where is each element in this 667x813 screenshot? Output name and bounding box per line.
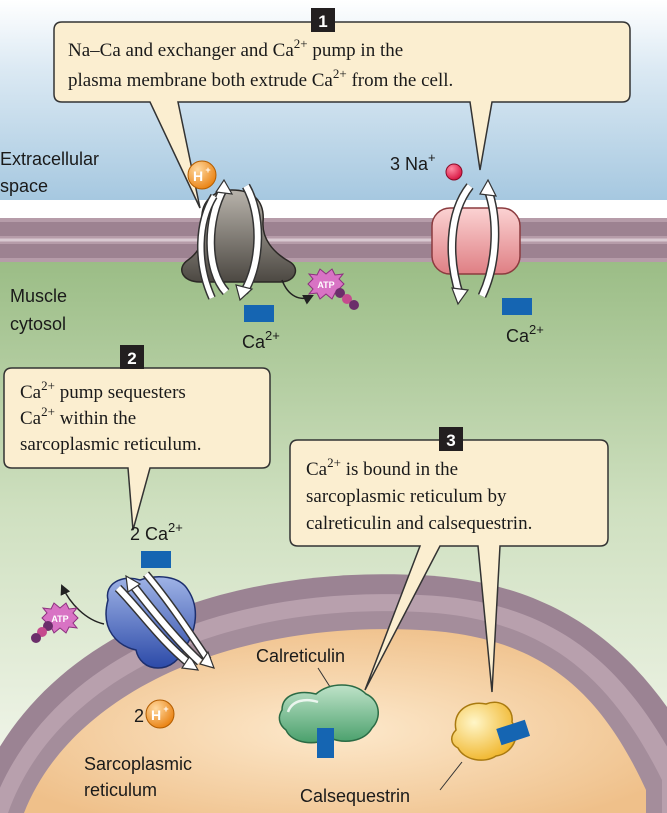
step-2-line-3: sarcoplasmic reticulum. (20, 434, 202, 455)
step-2-line-2: Ca2+ within the (20, 404, 136, 429)
svg-text:H: H (193, 168, 203, 184)
na-ca-exchanger (431, 178, 521, 306)
step-1-line-2: plasma membrane both extrude Ca2+ from t… (68, 66, 453, 91)
step-3-number-box (439, 427, 463, 451)
two-calcium-label: 2 Ca2+ (130, 520, 183, 544)
atp-molecule-top: ATP (307, 268, 359, 310)
svg-text:ATP: ATP (317, 280, 334, 290)
calreticulin-label: Calreticulin (256, 646, 345, 666)
calcium-label-exchanger: Ca2+ (506, 322, 544, 346)
svg-text:H: H (151, 707, 161, 723)
svg-text:ATP: ATP (51, 614, 68, 624)
sr-label: Sarcoplasmic reticulum (84, 754, 197, 800)
calcium-ion-exchanger (502, 298, 532, 315)
callout-step-3: 3 Ca2+ is bound in the sarcoplasmic reti… (289, 427, 609, 693)
callout-step-1: 1 Na–Ca and exchanger and Ca2+ pump in t… (53, 8, 631, 209)
atp-arrow-serca (60, 584, 105, 625)
step-3-line-1: Ca2+ is bound in the (306, 455, 458, 480)
step-2-line-1: Ca2+ pump sequesters (20, 378, 186, 403)
atp-molecule-serca: ATP (31, 602, 79, 643)
atp-arrow-top (281, 279, 314, 305)
plasma-membrane (0, 218, 667, 262)
calreticulin-protein (278, 684, 379, 744)
step-1-line-1: Na–Ca and exchanger and Ca2+ pump in the (68, 36, 403, 61)
step-3-line-2: sarcoplasmic reticulum by (306, 486, 507, 507)
svg-text:+: + (163, 704, 168, 714)
calsequestrin-label: Calsequestrin (300, 786, 410, 806)
calcium-label-pm-pump: Ca2+ (242, 328, 280, 352)
calcium-ion-calsequestrin (496, 719, 531, 746)
proton-ion-sr: H + (145, 699, 175, 729)
step-1-number-box (311, 8, 335, 32)
step-2-number: 2 (127, 349, 136, 368)
proton-ion-top: H + (187, 160, 217, 190)
calcium-ion-pm-pump (244, 305, 274, 322)
callout-step-2: 2 Ca2+ pump sequesters Ca2+ within the s… (3, 345, 271, 531)
plasma-membrane-ca-pump (181, 178, 297, 302)
extracellular-label: Extracellular space (0, 149, 104, 196)
sodium-ion (445, 163, 463, 181)
cytosol-label: Muscle cytosol (10, 286, 72, 334)
step-2-number-box (120, 345, 144, 369)
step-3-line-3: calreticulin and calsequestrin. (306, 513, 532, 534)
serca-pump (105, 571, 215, 671)
calsequestrin-protein (451, 701, 517, 761)
step-3-number: 3 (446, 431, 455, 450)
step-1-number: 1 (318, 12, 327, 31)
calcium-ion-calreticulin (317, 728, 334, 758)
two-proton-label: 2 (134, 706, 144, 726)
calsequestrin-leader (439, 761, 463, 791)
calcium-ion-serca (141, 551, 171, 568)
svg-text:+: + (205, 165, 210, 175)
sodium-label: 3 Na+ (390, 150, 436, 174)
